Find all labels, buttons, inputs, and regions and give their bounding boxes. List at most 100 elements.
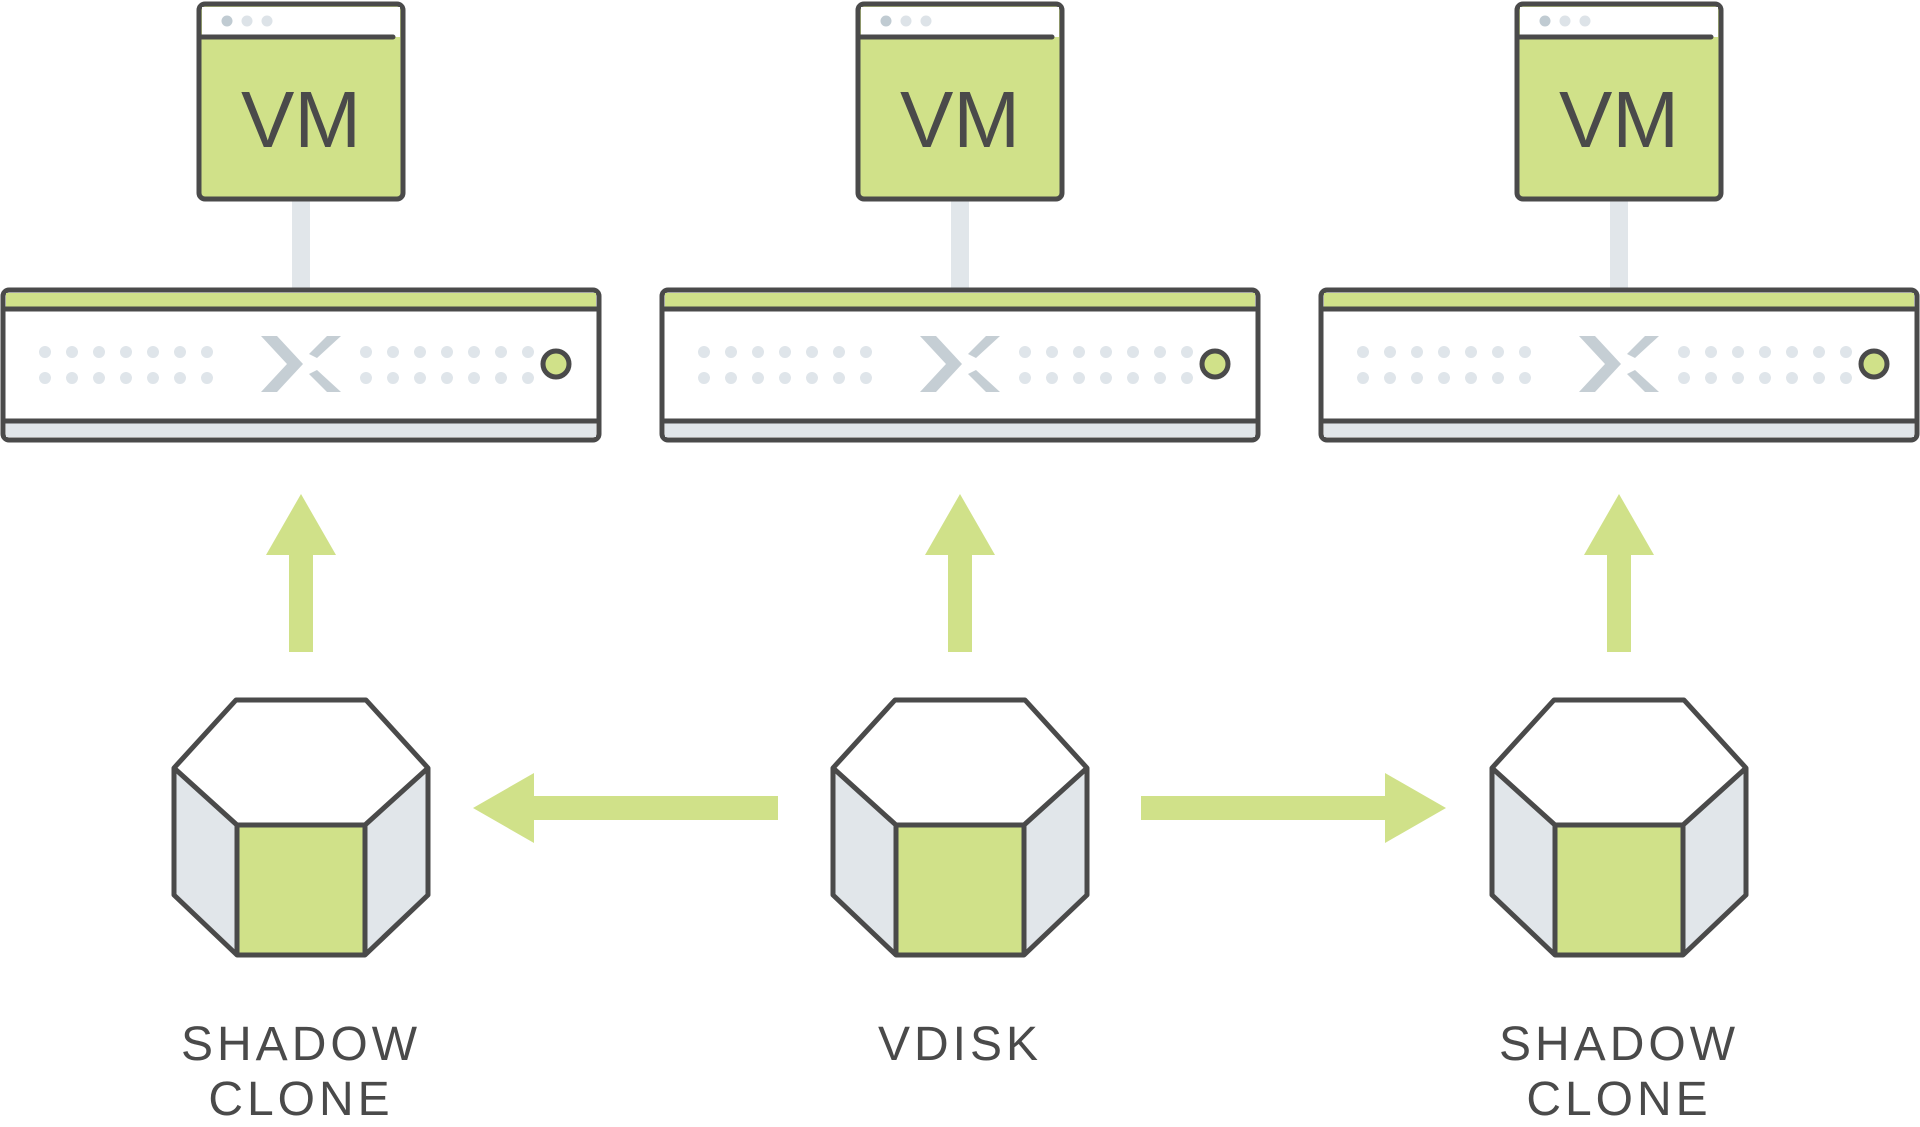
vent-dot [66,346,78,358]
window-dot-icon [221,15,233,27]
vent-dot [1678,346,1690,358]
status-led-icon [1199,348,1231,380]
vent-dot [1465,346,1477,358]
vm-window-titlebar [1520,7,1718,37]
vent-dot [1046,346,1058,358]
vent-dot [93,372,105,384]
disk-front-face [896,825,1024,955]
vent-dot [1127,346,1139,358]
window-dot-icon [1539,15,1551,27]
disk-edges [1490,766,1748,955]
server-bottom-strip [665,422,1255,437]
vent-dot [1357,372,1369,384]
left-arrow-icon [473,773,778,843]
vent-dot [414,346,426,358]
server-top-strip [665,293,1255,308]
logo-chevron [920,336,962,392]
logo-upper-slash [309,336,341,358]
vent-dot [201,346,213,358]
vent-dot [752,372,764,384]
status-led-icon [1858,348,1890,380]
shadow-clone-label: CLONE [1526,1073,1711,1126]
vent-dot [174,372,186,384]
vent-dot [1492,346,1504,358]
vent-dot [860,372,872,384]
vent-dot [1786,372,1798,384]
vent-dot [1465,372,1477,384]
window-dot-icon [1559,15,1571,27]
vent-dot [1759,372,1771,384]
vm-window-icon: VM [1514,1,1724,202]
vent-dot [833,372,845,384]
vent-dot [1840,372,1852,384]
window-dot-icon [880,15,892,27]
vm-window-body [1514,1,1724,202]
logo-chevron [261,336,303,392]
vm-server-connector [951,200,969,292]
server-bottom-strip [1324,422,1914,437]
vent-dot [1786,346,1798,358]
vent-dot [147,346,159,358]
vm-window-body [196,1,406,202]
window-dot-icon [900,15,912,27]
vent-dot [120,372,132,384]
vm-server-connector [292,200,310,292]
vent-dot [725,372,737,384]
vent-dot [1154,346,1166,358]
logo-lower-slash [1627,370,1659,392]
vm-window-icon: VM [196,1,406,202]
window-dot-icon [920,15,932,27]
vent-dot [495,346,507,358]
vent-dot [833,346,845,358]
vent-dot [387,346,399,358]
vent-dot [752,346,764,358]
status-led-icon [540,348,572,380]
vent-dot [779,346,791,358]
logo-upper-slash [1627,336,1659,358]
logo-chevron [1579,336,1621,392]
vent-dot [1100,346,1112,358]
vent-dot [1127,372,1139,384]
vent-dot [441,372,453,384]
vent-dot [468,372,480,384]
logo-lower-slash [968,370,1000,392]
vent-dot [360,372,372,384]
vdisk-hexagon-icon [830,697,1090,958]
vent-dot [806,372,818,384]
vent-dot [1154,372,1166,384]
vent-dot [1384,372,1396,384]
vent-dot [360,346,372,358]
vent-dot [698,346,710,358]
vm-label: VM [1559,75,1679,164]
vent-dot [1492,372,1504,384]
vent-dot [93,346,105,358]
vent-dot [1357,346,1369,358]
disk-top-face [1492,700,1746,825]
vent-dot [1411,372,1423,384]
vent-dot [1100,372,1112,384]
vent-dot [1813,346,1825,358]
vent-dot [1705,346,1717,358]
vent-dot [1073,372,1085,384]
shadow-clone-label: SHADOW [181,1018,421,1071]
server-node-icon [1318,287,1920,443]
disk-top-face [833,700,1087,825]
right-arrow-icon [1141,773,1446,843]
vent-dot [1019,372,1031,384]
shadow-clone-label: CLONE [208,1073,393,1126]
server-top-strip [1324,293,1914,308]
disk-front-face [237,825,365,955]
vent-dot [495,372,507,384]
vm-server-connectors [292,200,1628,292]
vent-dot [1411,346,1423,358]
vent-dot [725,346,737,358]
vm-label: VM [900,75,1020,164]
vent-dot [698,372,710,384]
disk-top-face [174,700,428,825]
server-bottom-strip [6,422,596,437]
vm-server-connector [1610,200,1628,292]
vdisk-hexagon-icon [171,697,431,958]
vent-dot [779,372,791,384]
